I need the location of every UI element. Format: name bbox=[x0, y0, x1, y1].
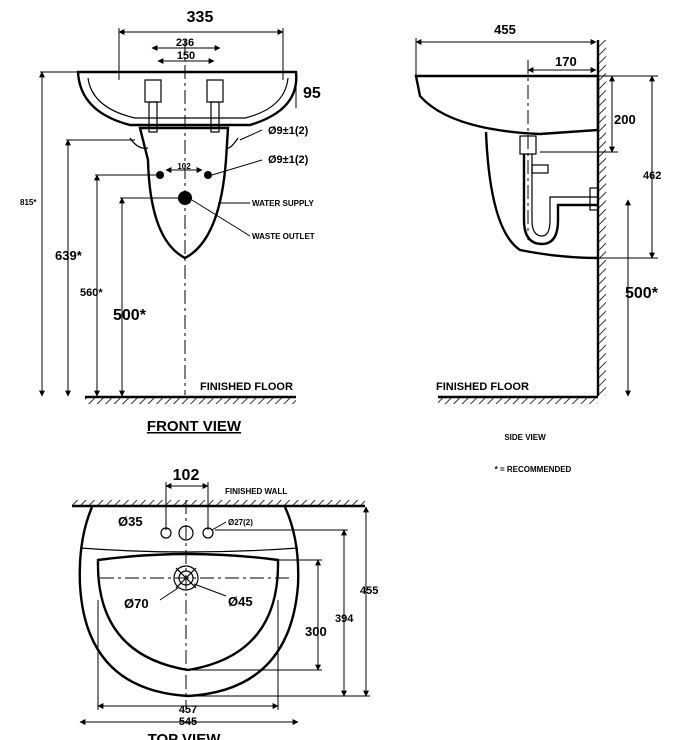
front-dim-150: 150 bbox=[177, 50, 195, 62]
front-fix-leader bbox=[211, 159, 263, 176]
side-basin bbox=[414, 74, 600, 136]
side-dim-500: 500* bbox=[625, 285, 659, 302]
top-dim-tap-hole: Ø35 bbox=[118, 514, 143, 529]
top-view-title: TOP VIEW bbox=[148, 731, 222, 740]
side-trap-outer bbox=[522, 154, 598, 246]
front-dim-335: 335 bbox=[187, 9, 214, 26]
top-wall-hatch bbox=[72, 500, 365, 506]
side-supply-valve bbox=[531, 164, 549, 174]
front-tap-left bbox=[144, 79, 162, 103]
front-supply-hole-right bbox=[204, 171, 212, 179]
top-waste-leader bbox=[159, 587, 179, 601]
front-basin-inner bbox=[87, 77, 289, 119]
top-overflow-leader bbox=[211, 521, 227, 531]
side-wall-flange bbox=[589, 187, 599, 211]
front-dim-560: 560* bbox=[80, 287, 103, 299]
top-dim-waste-outer: Ø70 bbox=[124, 596, 149, 611]
front-fix-hole-label-2: Ø9±1(2) bbox=[268, 154, 309, 166]
front-tap-right bbox=[206, 79, 224, 103]
side-dim-455: 455 bbox=[494, 22, 516, 37]
recommended-note: * = RECOMMENDED bbox=[495, 465, 572, 474]
top-dim-waste-inner: Ø45 bbox=[228, 594, 253, 609]
side-view-title: SIDE VIEW bbox=[504, 433, 546, 442]
top-basin-bowl bbox=[96, 552, 280, 672]
top-view: 102 FINISHED WALL Ø35 Ø27(2) Ø70 Ø45 bbox=[72, 467, 378, 740]
front-basin-bowl bbox=[76, 70, 298, 127]
front-fix-brackets bbox=[129, 137, 239, 149]
top-dim-overflow: Ø27(2) bbox=[228, 518, 253, 527]
top-dim-394: 394 bbox=[335, 613, 354, 625]
top-basin-deck bbox=[79, 547, 299, 553]
front-view-title: FRONT VIEW bbox=[147, 418, 242, 435]
front-dim-815: 815* bbox=[20, 198, 37, 207]
top-dim-300: 300 bbox=[305, 624, 327, 639]
side-view: 455 170 200 462 500* FINISHED FLOOR bbox=[414, 22, 661, 474]
front-dim-500: 500* bbox=[113, 307, 147, 324]
front-dim-95: 95 bbox=[303, 85, 321, 102]
top-waste-leader bbox=[193, 583, 227, 597]
front-tap-left-stem bbox=[148, 101, 158, 133]
front-dim-102: 102 bbox=[177, 162, 191, 171]
top-hole-right bbox=[202, 527, 214, 539]
top-dim-455: 455 bbox=[360, 585, 378, 597]
side-floor-hatch bbox=[438, 398, 598, 404]
side-finished-floor-label: FINISHED FLOOR bbox=[436, 381, 529, 393]
front-fix-leader bbox=[239, 129, 263, 141]
side-wall-hatch bbox=[599, 40, 606, 396]
front-water-supply-label: WATER SUPPLY bbox=[252, 199, 314, 208]
top-dim-102: 102 bbox=[173, 467, 200, 484]
top-waste-outer bbox=[173, 565, 199, 591]
front-tap-right-stem bbox=[210, 101, 220, 133]
side-dim-462: 462 bbox=[643, 170, 661, 182]
front-dim-639: 639* bbox=[55, 248, 83, 263]
front-waste-outlet-label: WASTE OUTLET bbox=[252, 232, 315, 241]
front-waste-leader bbox=[191, 199, 251, 237]
side-pedestal bbox=[484, 131, 599, 260]
side-dim-170: 170 bbox=[555, 54, 577, 69]
top-basin-outer bbox=[78, 506, 300, 698]
front-floor-hatch bbox=[85, 398, 296, 404]
top-finished-wall-label: FINISHED WALL bbox=[225, 487, 287, 496]
side-waste-fitting bbox=[519, 135, 537, 155]
side-trap-inner bbox=[531, 154, 598, 237]
front-supply-hole-left bbox=[156, 171, 164, 179]
front-pedestal bbox=[138, 126, 230, 260]
top-dim-545: 545 bbox=[179, 716, 197, 728]
side-dim-200: 200 bbox=[614, 112, 636, 127]
front-view: 335 236 150 102 95 Ø9±1(2) Ø9±1(2) bbox=[20, 9, 321, 435]
top-hole-left bbox=[160, 527, 172, 539]
front-fix-hole-label-1: Ø9±1(2) bbox=[268, 125, 309, 137]
front-finished-floor-label: FINISHED FLOOR bbox=[200, 381, 293, 393]
top-dim-457: 457 bbox=[179, 704, 197, 716]
